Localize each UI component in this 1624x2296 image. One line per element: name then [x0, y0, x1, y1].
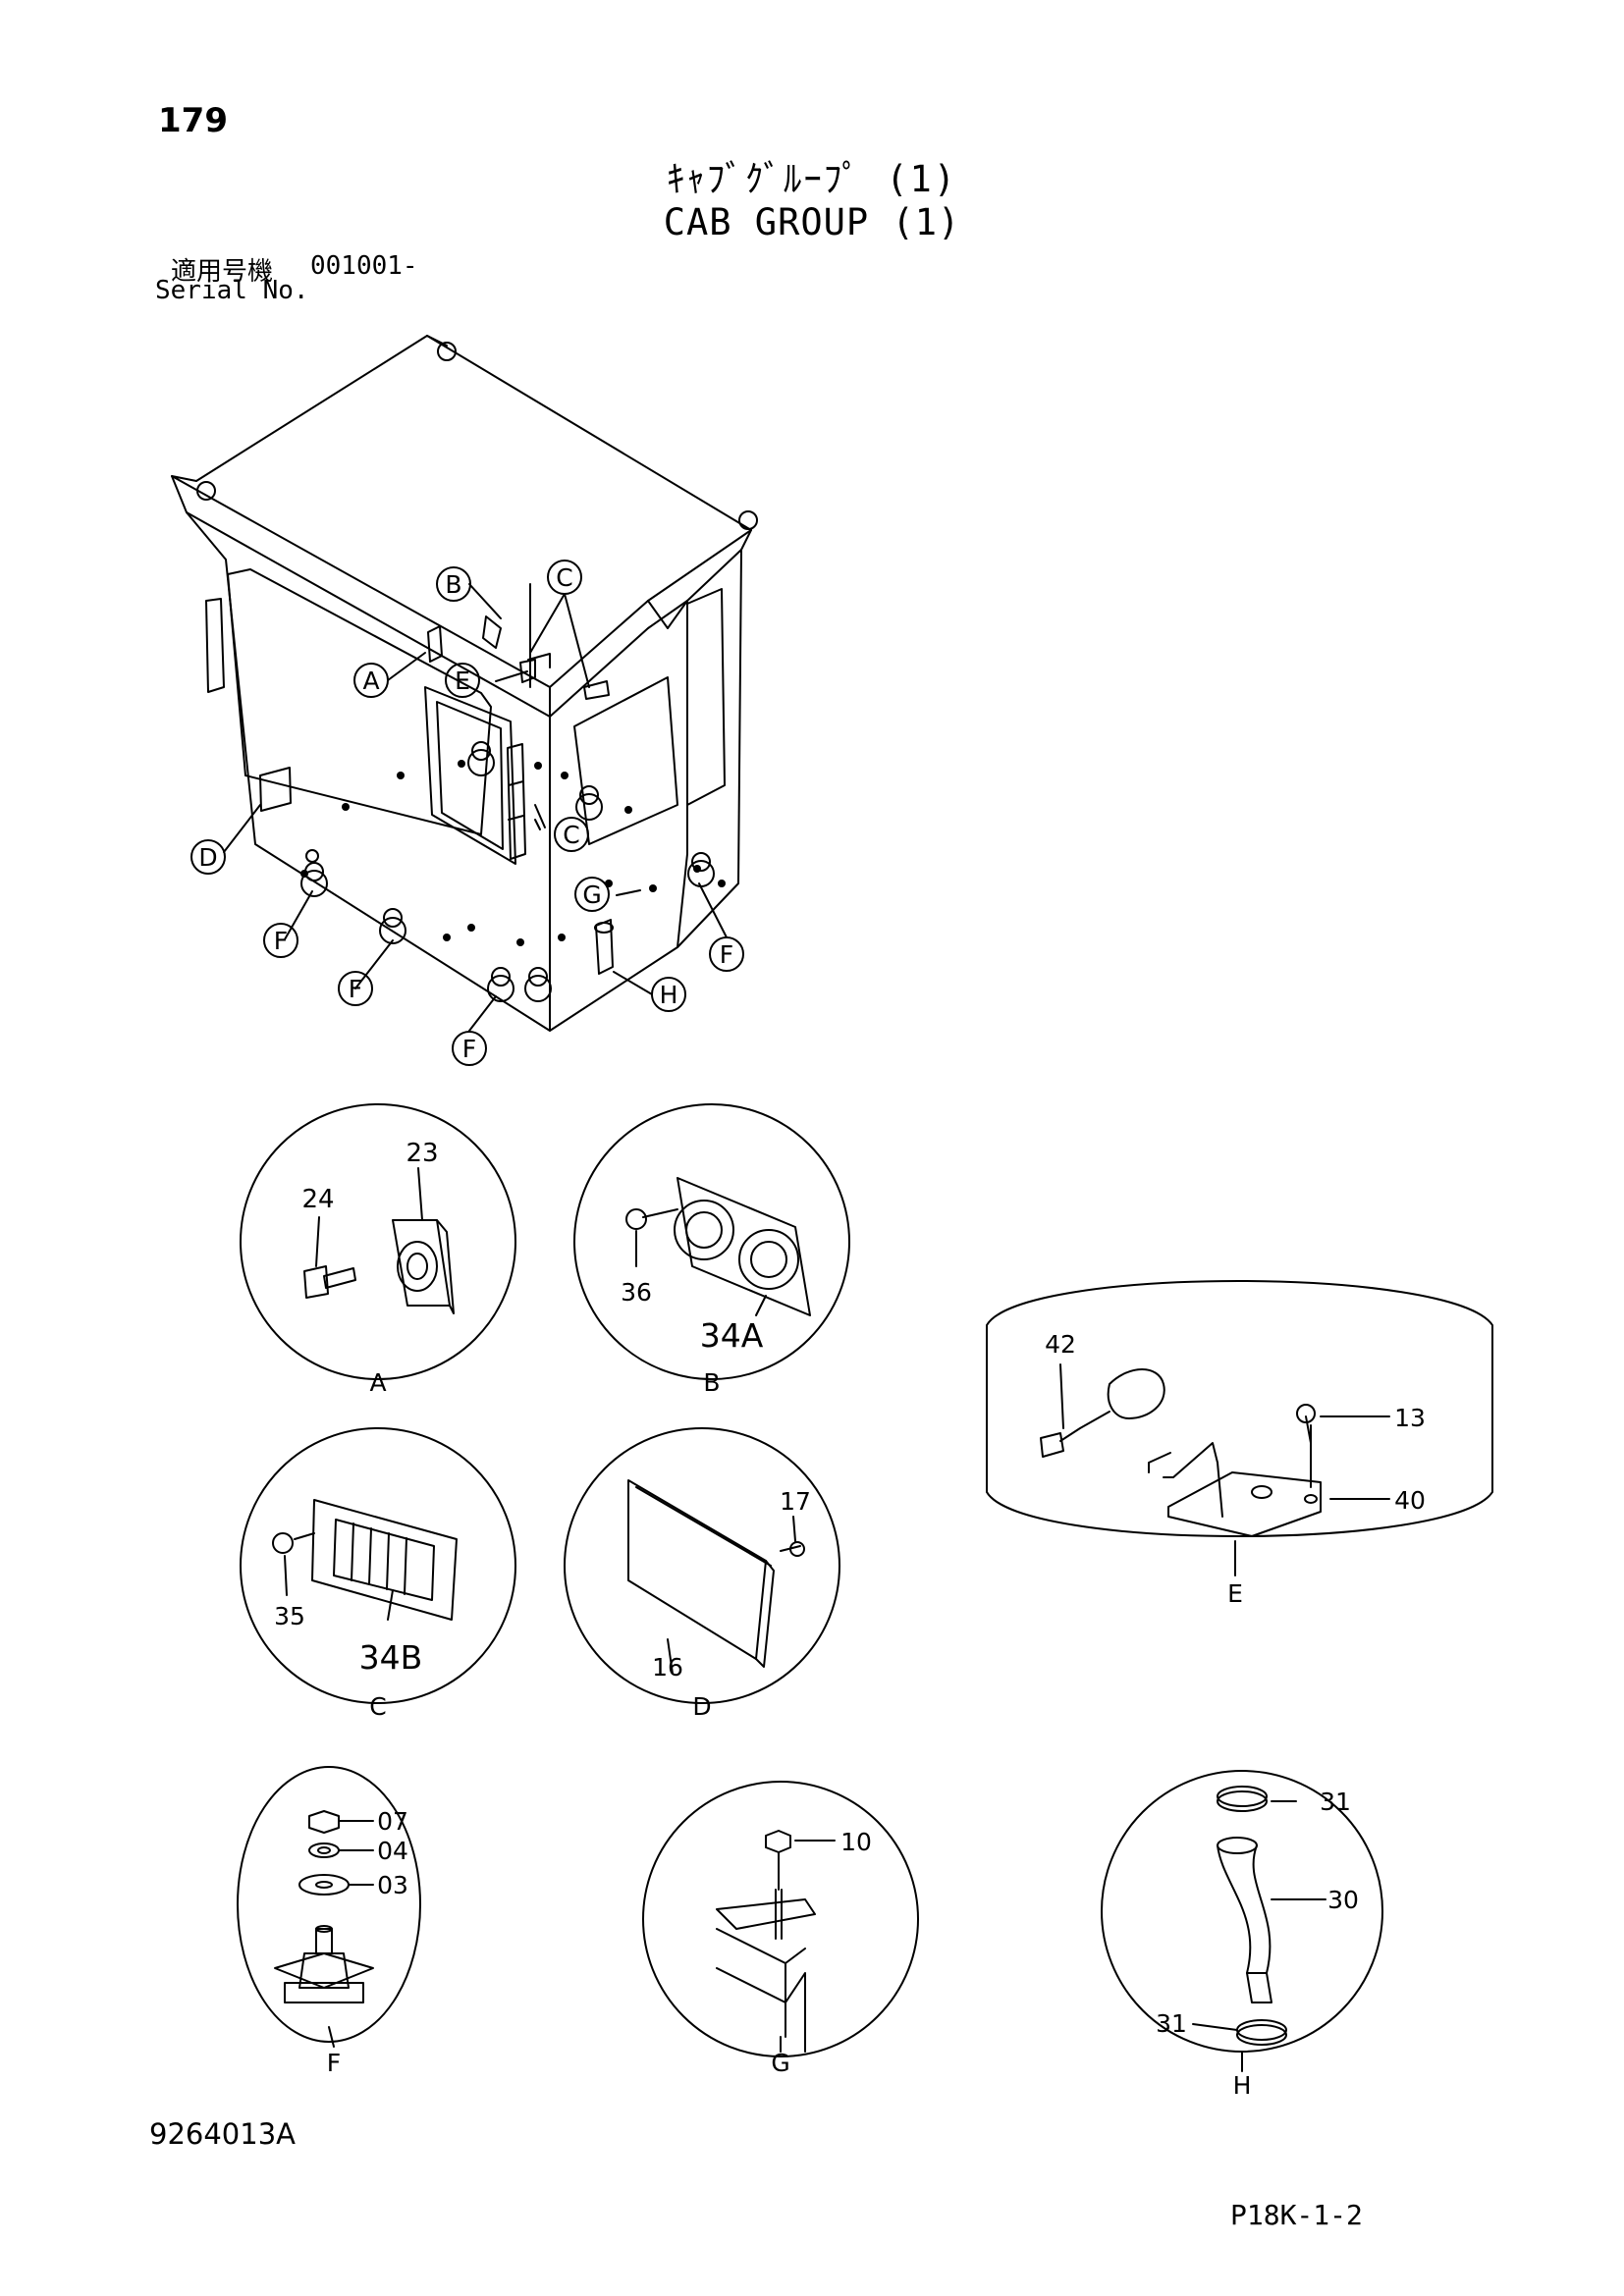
- svg-text:C: C: [556, 563, 572, 592]
- svg-text:C: C: [563, 821, 579, 849]
- detail-h: [1101, 1770, 1383, 2072]
- detail-a: [240, 1103, 516, 1380]
- part-label: 31: [1156, 2009, 1187, 2038]
- svg-text:G: G: [582, 881, 601, 909]
- detail-label: H: [1233, 2071, 1252, 2100]
- detail-label: D: [692, 1692, 711, 1721]
- page-number: 179: [158, 101, 228, 140]
- svg-text:F: F: [274, 927, 288, 955]
- part-label: 34B: [359, 1638, 423, 1677]
- overview-callouts: A B C C D E F F F F G H: [190, 560, 744, 1066]
- detail-label: F: [327, 2049, 341, 2077]
- serial-label-japanese: 適用号機: [171, 257, 274, 287]
- detail-label: A: [369, 1368, 386, 1397]
- part-label: 17: [780, 1487, 811, 1516]
- detail-c: [240, 1427, 516, 1704]
- detail-d: [564, 1427, 840, 1704]
- part-label: 23: [406, 1139, 438, 1168]
- part-label: 31: [1320, 1788, 1351, 1816]
- detail-b: [573, 1103, 850, 1380]
- part-label: 40: [1394, 1486, 1426, 1515]
- detail-label: E: [1227, 1579, 1243, 1608]
- detail-e: [986, 1280, 1493, 1576]
- serial-number-range: 001001-: [310, 251, 418, 281]
- drawing-number: 9264013A: [149, 2117, 296, 2151]
- svg-text:E: E: [455, 667, 470, 695]
- svg-text:F: F: [349, 975, 362, 1003]
- page-title: CAB GROUP (1): [663, 201, 961, 243]
- part-label: 30: [1327, 1886, 1359, 1914]
- part-label: 36: [621, 1278, 652, 1307]
- part-label: 07: [377, 1807, 408, 1836]
- detail-label: C: [369, 1692, 386, 1721]
- part-label: 03: [377, 1871, 408, 1899]
- detail-label: G: [771, 2049, 789, 2077]
- part-label: 04: [377, 1837, 408, 1865]
- svg-text:F: F: [720, 940, 733, 969]
- svg-text:D: D: [198, 843, 217, 872]
- part-label: 24: [301, 1185, 334, 1214]
- part-label: 13: [1394, 1404, 1426, 1432]
- svg-text:B: B: [445, 570, 461, 599]
- page-title-japanese: ｷｬﾌﾞｸﾞﾙｰﾌﾟ (1): [666, 158, 958, 200]
- serial-label: Serial No.: [155, 276, 309, 305]
- svg-text:H: H: [660, 981, 678, 1009]
- part-label: 35: [274, 1602, 305, 1630]
- cab-overview: [171, 335, 758, 1032]
- part-label: 42: [1045, 1330, 1076, 1359]
- part-label: 34A: [700, 1316, 764, 1355]
- svg-text:A: A: [362, 667, 379, 695]
- detail-label: B: [703, 1368, 720, 1397]
- detail-f: [237, 1766, 421, 2048]
- svg-text:F: F: [462, 1035, 476, 1063]
- part-label: 16: [652, 1653, 683, 1682]
- sheet-code: P18K-1-2: [1230, 2199, 1363, 2231]
- detail-g: [642, 1781, 919, 2057]
- part-label: 10: [840, 1828, 872, 1856]
